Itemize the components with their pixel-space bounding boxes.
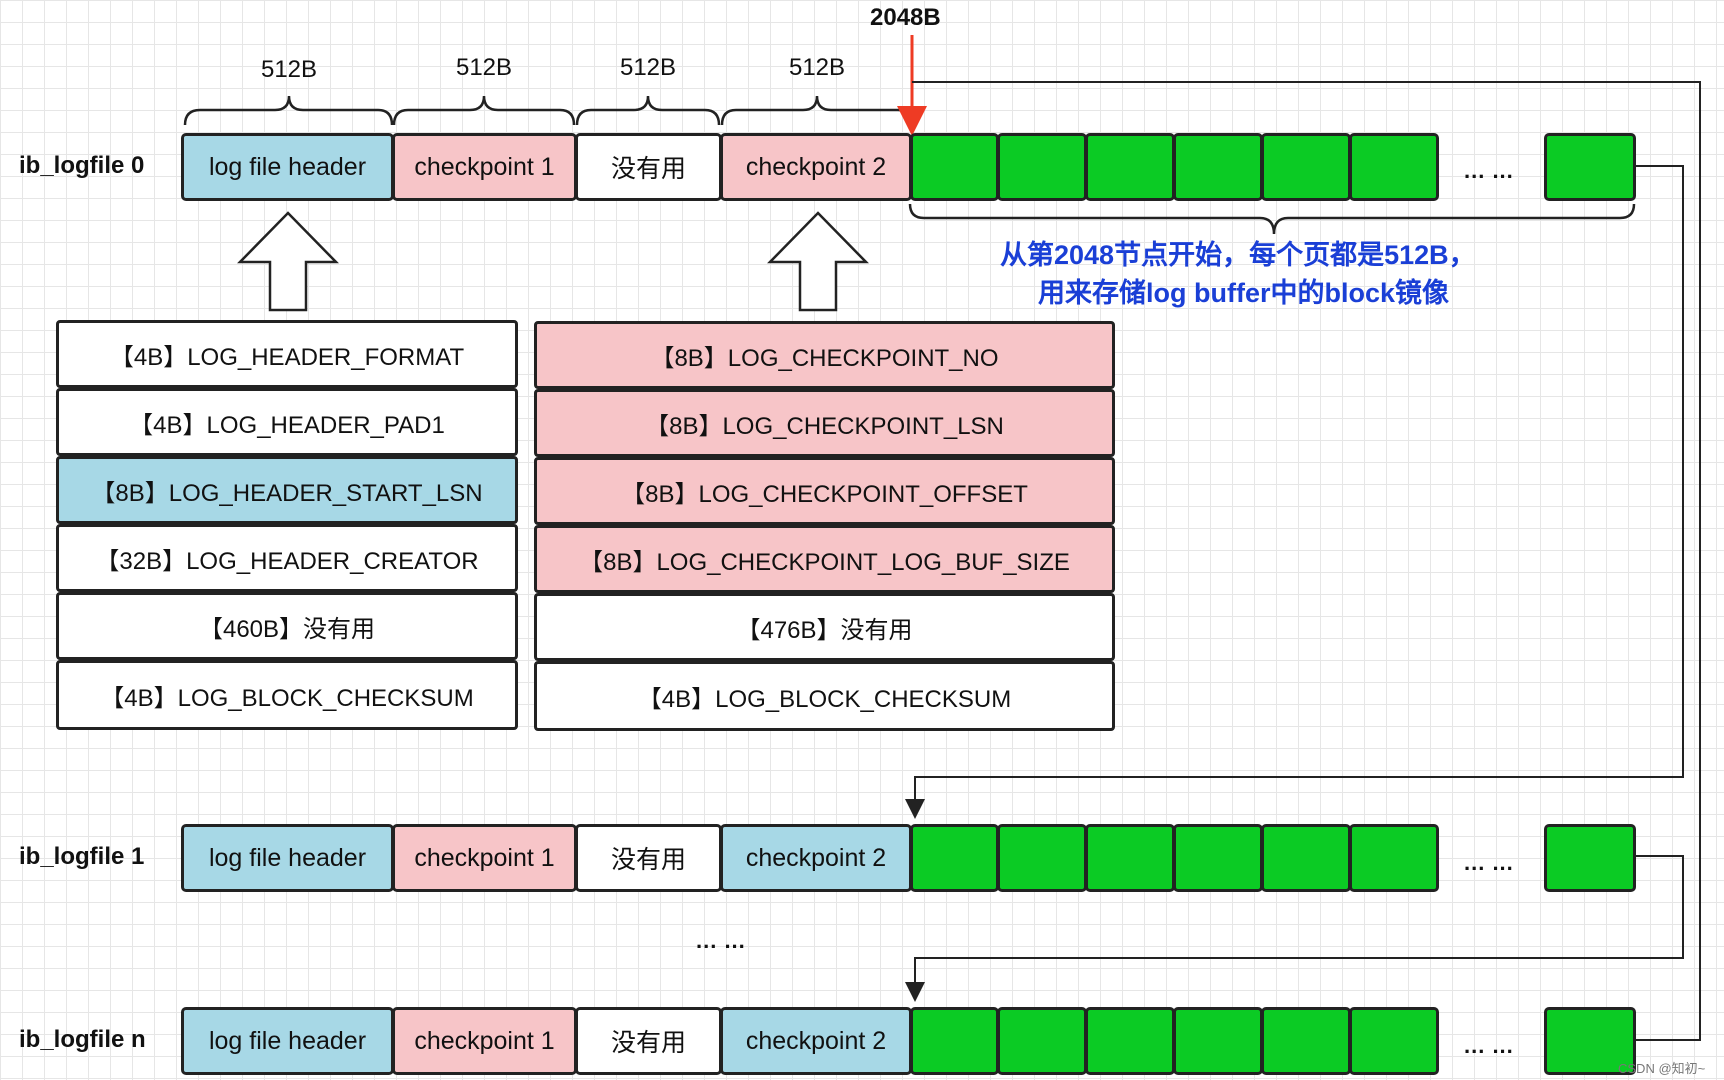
- block-note-line1: 从第2048节点开始，每个页都是512B，: [1000, 240, 1476, 270]
- checkpoint-field-row: 【8B】LOG_CHECKPOINT_OFFSET: [534, 457, 1115, 525]
- unused-cell: 没有用: [575, 133, 722, 201]
- hollow-arrow-checkpoint: [767, 211, 869, 312]
- hollow-arrow-header: [237, 211, 339, 312]
- log-block: [1173, 1007, 1263, 1075]
- log-block: [1349, 1007, 1439, 1075]
- size-label-4: 512B: [788, 54, 846, 81]
- checkpoint-field-row: 【476B】没有用: [534, 593, 1115, 661]
- size-label-1: 512B: [260, 56, 318, 83]
- brace-512b-4: [720, 95, 914, 126]
- log-block-last: [1544, 824, 1636, 892]
- file-name-0: ib_logfile 0: [19, 152, 145, 179]
- header-field-row: 【4B】LOG_BLOCK_CHECKSUM: [56, 660, 518, 730]
- log-block: [1349, 133, 1439, 201]
- checkpoint-1-cell: checkpoint 1: [392, 133, 577, 201]
- log-block: [1261, 1007, 1351, 1075]
- brace-blocks: [908, 203, 1636, 235]
- checkpoint-1-cell: checkpoint 1: [392, 1007, 577, 1075]
- log-file-header-cell: log file header: [181, 1007, 394, 1075]
- blocks-ellipsis: ... ...: [1464, 850, 1514, 875]
- checkpoint-2-cell: checkpoint 2: [720, 1007, 912, 1075]
- size-label-2: 512B: [455, 54, 513, 81]
- log-block: [1349, 824, 1439, 892]
- header-field-row: 【8B】LOG_HEADER_START_LSN: [56, 456, 518, 524]
- unused-cell: 没有用: [575, 824, 722, 892]
- header-field-row: 【460B】没有用: [56, 592, 518, 660]
- checkpoint-field-row: 【8B】LOG_CHECKPOINT_LOG_BUF_SIZE: [534, 525, 1115, 593]
- file-name-1: ib_logfile 1: [19, 843, 145, 870]
- log-block: [1085, 824, 1175, 892]
- log-file-header-cell: log file header: [181, 824, 394, 892]
- checkpoint-1-cell: checkpoint 1: [392, 824, 577, 892]
- log-file-header-cell: log file header: [181, 133, 394, 201]
- log-block: [1261, 824, 1351, 892]
- log-block: [910, 824, 999, 892]
- header-field-row: 【4B】LOG_HEADER_PAD1: [56, 388, 518, 456]
- log-block: [997, 824, 1087, 892]
- checkpoint-2-cell: checkpoint 2: [720, 824, 912, 892]
- size-label-3: 512B: [619, 54, 677, 81]
- connector-file1-filen: [905, 855, 1684, 1002]
- log-block: [997, 1007, 1087, 1075]
- log-block-last: [1544, 133, 1636, 201]
- blocks-ellipsis: ... ...: [1464, 1033, 1514, 1058]
- offset-2048-label: 2048B: [870, 4, 941, 31]
- log-block: [910, 133, 999, 201]
- blocks-ellipsis: ... ...: [1464, 158, 1514, 183]
- unused-cell: 没有用: [575, 1007, 722, 1075]
- connector-top: [912, 81, 1701, 1041]
- connector-file0-file1: [905, 165, 1684, 819]
- log-block: [1085, 133, 1175, 201]
- header-field-row: 【4B】LOG_HEADER_FORMAT: [56, 320, 518, 388]
- log-block: [997, 133, 1087, 201]
- log-block: [1085, 1007, 1175, 1075]
- header-field-row: 【32B】LOG_HEADER_CREATOR: [56, 524, 518, 592]
- checkpoint-field-row: 【8B】LOG_CHECKPOINT_LSN: [534, 389, 1115, 457]
- files-ellipsis: ... ...: [696, 928, 746, 953]
- file-name-n: ib_logfile n: [19, 1026, 146, 1053]
- brace-512b-3: [575, 95, 721, 126]
- log-block: [1173, 824, 1263, 892]
- brace-512b-1: [183, 95, 394, 126]
- checkpoint-field-row: 【4B】LOG_BLOCK_CHECKSUM: [534, 661, 1115, 731]
- log-block: [1173, 133, 1263, 201]
- log-block: [1261, 133, 1351, 201]
- checkpoint-field-row: 【8B】LOG_CHECKPOINT_NO: [534, 321, 1115, 389]
- checkpoint-2-cell: checkpoint 2: [720, 133, 912, 201]
- watermark: CSDN @知初~: [1618, 1061, 1706, 1076]
- block-note-line2: 用来存储log buffer中的block镜像: [1038, 278, 1449, 308]
- log-block: [910, 1007, 999, 1075]
- log-block-last: [1544, 1007, 1636, 1075]
- brace-512b-2: [392, 95, 576, 126]
